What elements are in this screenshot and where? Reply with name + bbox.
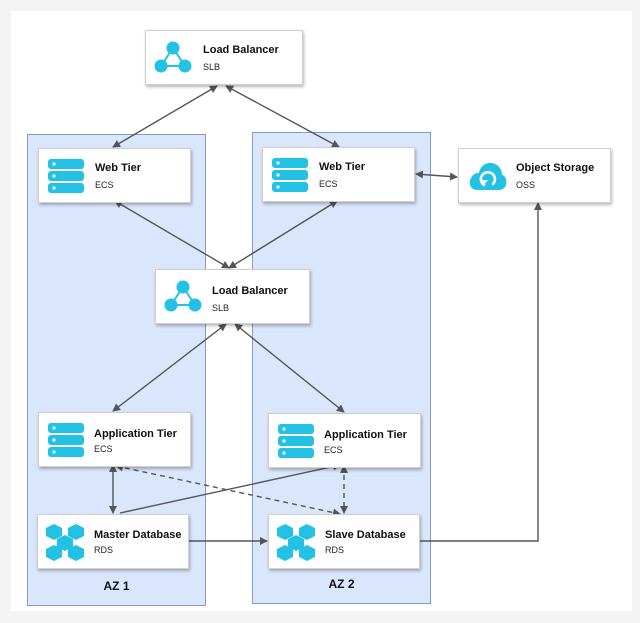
server-icon	[272, 158, 308, 192]
server-icon	[48, 423, 84, 457]
node-subtitle: ECS	[324, 445, 343, 455]
node-subtitle: SLB	[212, 303, 230, 313]
cloud-storage-icon	[469, 162, 507, 190]
node-title: Load Balancer	[203, 44, 279, 56]
node-slave-database[interactable]: Slave Database RDS	[268, 514, 420, 569]
node-load-balancer-top[interactable]: Load Balancer SLB	[145, 30, 303, 85]
node-web-tier-1[interactable]: Web Tier ECS	[38, 148, 191, 203]
node-master-database[interactable]: Master Database RDS	[37, 514, 189, 569]
node-title: Slave Database	[325, 529, 406, 541]
zone-az1-label: AZ 1	[103, 579, 130, 593]
node-title: Web Tier	[319, 161, 366, 173]
database-icon	[46, 524, 84, 561]
zone-az2-label: AZ 2	[328, 577, 355, 591]
node-object-storage[interactable]: Object Storage OSS	[458, 148, 611, 203]
node-title: Application Tier	[324, 429, 407, 441]
node-application-tier-2[interactable]: Application Tier ECS	[268, 413, 421, 468]
node-subtitle: ECS	[319, 179, 338, 189]
node-subtitle: ECS	[94, 444, 113, 454]
node-subtitle: OSS	[516, 180, 536, 190]
node-web-tier-2[interactable]: Web Tier ECS	[262, 147, 415, 202]
node-load-balancer-mid[interactable]: Load Balancer SLB	[155, 269, 310, 324]
node-title: Web Tier	[95, 162, 142, 174]
load-balancer-icon	[164, 280, 202, 312]
node-title: Object Storage	[516, 162, 595, 174]
node-subtitle: RDS	[325, 545, 345, 555]
node-subtitle: SLB	[203, 62, 221, 72]
node-subtitle: RDS	[94, 545, 114, 555]
node-title: Master Database	[94, 529, 182, 541]
load-balancer-icon	[154, 41, 192, 73]
server-icon	[278, 424, 314, 458]
node-title: Application Tier	[94, 428, 177, 440]
node-application-tier-1[interactable]: Application Tier ECS	[38, 412, 191, 467]
server-icon	[48, 159, 84, 193]
node-title: Load Balancer	[212, 285, 288, 297]
database-icon	[277, 524, 315, 561]
node-subtitle: ECS	[95, 180, 114, 190]
